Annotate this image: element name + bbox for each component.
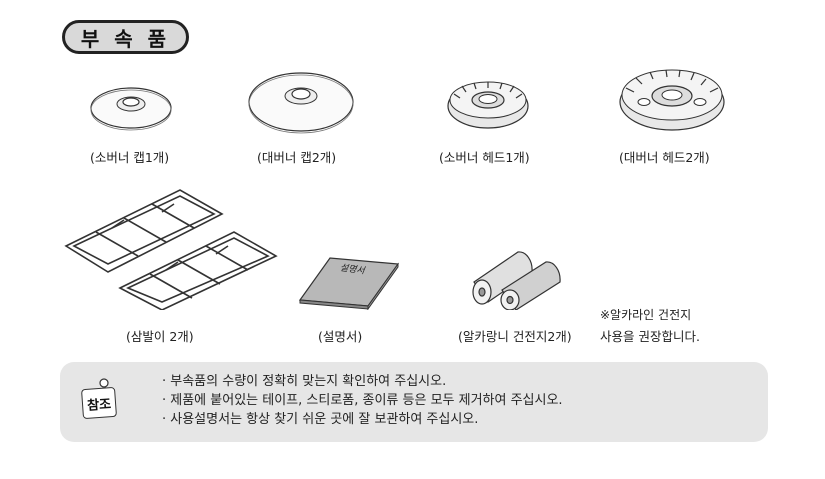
large-burner-cap-icon <box>248 72 354 134</box>
section-title: 부 속 품 <box>62 20 189 54</box>
small-burner-head-icon <box>447 81 529 129</box>
note-line-1: · 부속품의 수량이 정확히 맞는지 확인하여 주십시오. <box>162 374 447 389</box>
note-lines: · 부속품의 수량이 정확히 맞는지 확인하여 주십시오. · 제품에 붙어있는… <box>162 372 563 429</box>
manual-booklet-icon <box>298 257 400 310</box>
small-burner-head-caption: (소버너 헤드1개) <box>439 150 530 165</box>
note-box <box>60 362 768 442</box>
battery-recommendation-line2: 사용을 권장합니다. <box>600 329 700 344</box>
trivet-grate-icon <box>64 189 278 310</box>
small-burner-cap-icon <box>90 87 172 131</box>
large-burner-head-caption: (대버너 헤드2개) <box>619 150 710 165</box>
manual-caption: (설명서) <box>318 329 363 344</box>
trivet-grate-caption: (삼발이 2개) <box>126 329 194 344</box>
battery-recommendation-line1: ※알카라인 건전지 <box>600 308 692 322</box>
note-line-3: · 사용설명서는 항상 찾기 쉬운 곳에 잘 보관하여 주십시오. <box>162 412 479 427</box>
batteries-icon <box>472 251 561 310</box>
note-line-2: · 제품에 붙어있는 테이프, 스티로폼, 종이류 등은 모두 제거하여 주십시… <box>162 393 563 408</box>
batteries-caption: (알카랑니 건전지2개) <box>458 329 572 344</box>
small-burner-cap-caption: (소버너 캡1개) <box>90 150 170 165</box>
note-label: 참조 <box>80 386 118 420</box>
large-burner-head-icon <box>619 69 725 131</box>
large-burner-cap-caption: (대버너 캡2개) <box>257 150 337 165</box>
